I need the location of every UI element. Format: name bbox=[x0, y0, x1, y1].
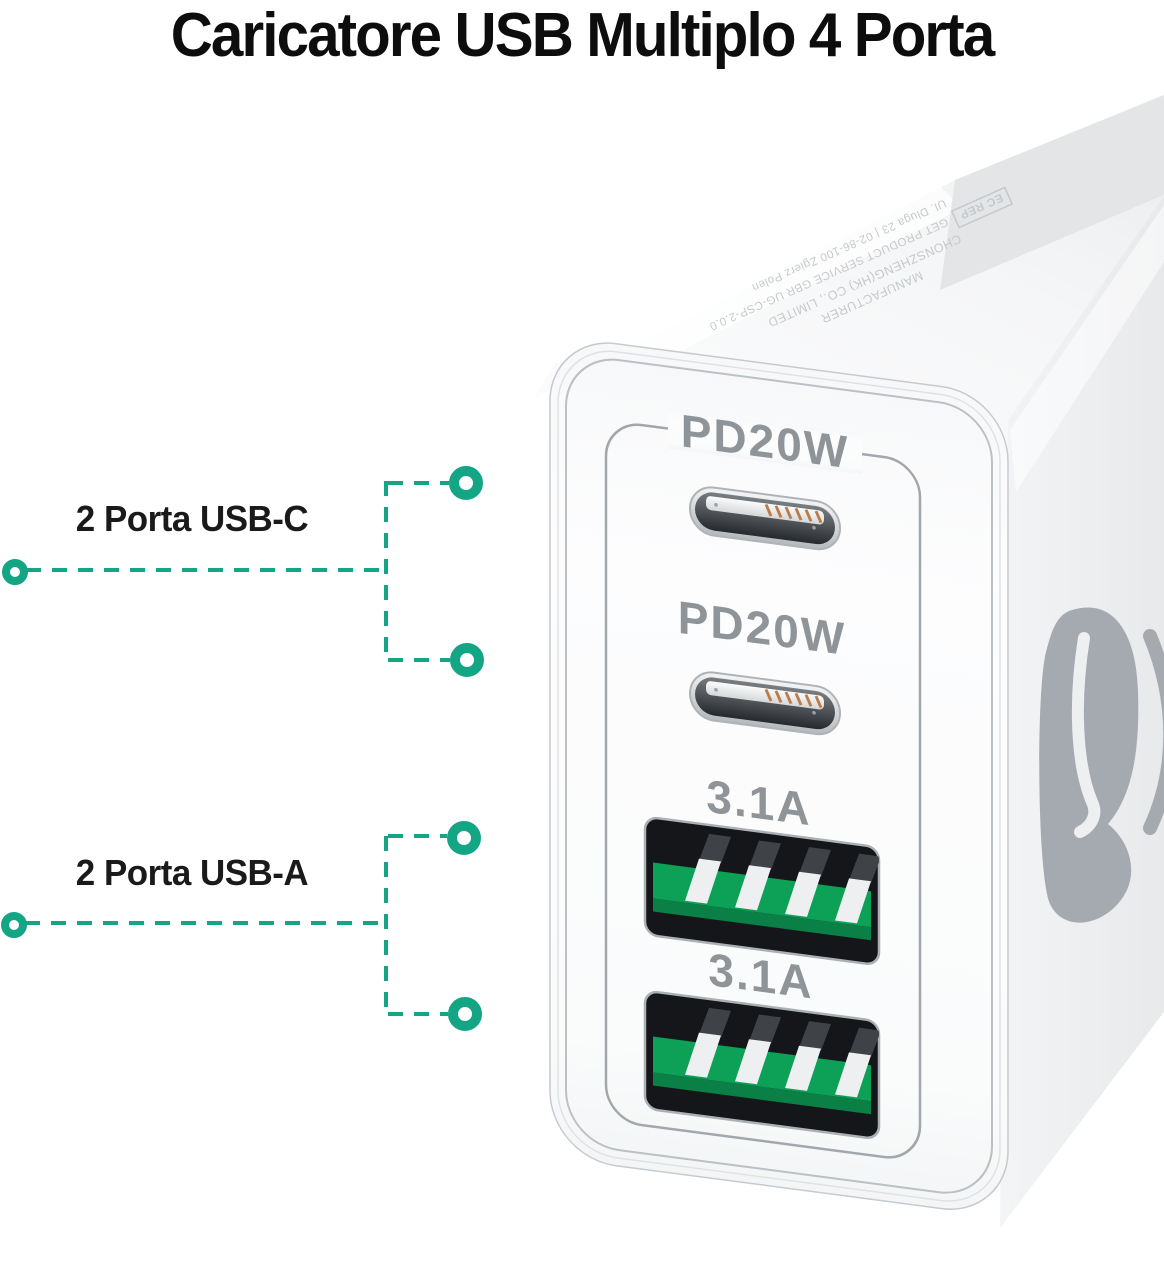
callout-usb-a-origin-circle bbox=[1, 912, 27, 938]
callout-usb-c-stub-top bbox=[388, 481, 449, 485]
callout-usb-c-label: 2 Porta USB-C bbox=[75, 498, 309, 539]
callout-usb-a-line-main bbox=[25, 921, 388, 925]
charger-top-highlight bbox=[560, 186, 962, 402]
callout-usb-a-label: 2 Porta USB-A bbox=[75, 852, 309, 893]
ec-rep-box bbox=[950, 186, 1014, 229]
callout-usb-c-port2-circle bbox=[450, 643, 484, 677]
callout-usb-c-origin-circle bbox=[2, 559, 28, 585]
callout-usb-c-line-main bbox=[26, 568, 388, 572]
callout-usb-c-stub-bottom bbox=[388, 658, 450, 662]
brand-logo-icon bbox=[1039, 607, 1164, 923]
usb-c-port-1 bbox=[689, 486, 841, 551]
port-group-outline-gap bbox=[668, 408, 862, 475]
callout-usb-c-port1-circle bbox=[449, 466, 483, 500]
callout-usb-a-port1-circle bbox=[447, 821, 481, 855]
usb-a-port-2 bbox=[643, 990, 881, 1139]
callout-usb-a-port2-circle bbox=[448, 997, 482, 1031]
callout-usb-a-line-vertical bbox=[384, 836, 388, 1016]
usb-c-port-2 bbox=[689, 671, 841, 736]
front-bevel-inner bbox=[565, 358, 993, 1194]
callout-usb-c-line-vertical bbox=[384, 481, 388, 662]
front-bevel-outer bbox=[557, 350, 1001, 1202]
charger-top-face bbox=[534, 180, 1164, 480]
usb-a-port-1 bbox=[643, 816, 881, 965]
charger-top-band bbox=[940, 95, 1164, 290]
callout-usb-a-stub-top bbox=[388, 834, 447, 838]
charger-side-highlight bbox=[1010, 205, 1164, 492]
callout-usb-a-stub-bottom bbox=[388, 1012, 448, 1016]
page-title: Caricatore USB Multiplo 4 Porta bbox=[170, 1, 995, 70]
